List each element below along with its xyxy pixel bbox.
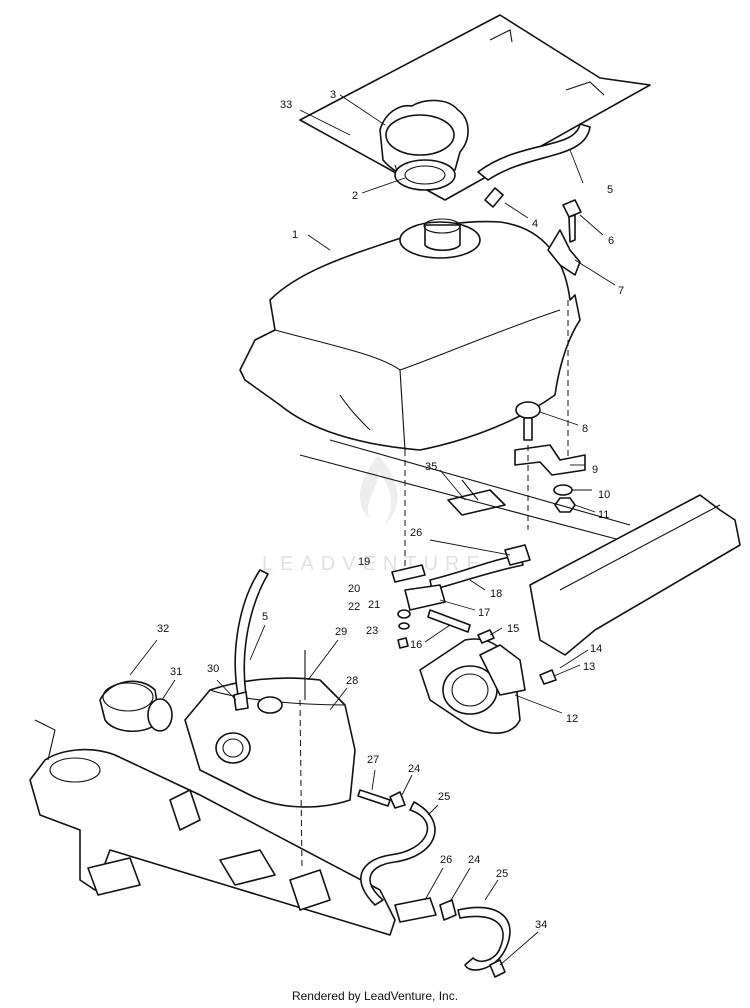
- callout-7: 7: [618, 285, 624, 297]
- part-16-shaft: [427, 609, 471, 633]
- callout-35: 35: [425, 461, 437, 473]
- callout-24-lower: 24: [468, 854, 480, 866]
- part-24-clamp-a: [389, 791, 406, 809]
- part-35-pad: [447, 489, 506, 516]
- part-17-petcock: [404, 584, 446, 611]
- callout-27: 27: [367, 754, 379, 766]
- part-5-lower-hose: [234, 569, 269, 696]
- part-28-reserve-tank: [184, 677, 356, 808]
- callout-2: 2: [352, 190, 358, 202]
- part-21-washer: [397, 609, 411, 619]
- callout-12: 12: [566, 713, 578, 725]
- footer-credit: Rendered by LeadVenture, Inc.: [291, 989, 459, 1003]
- callout-33: 33: [280, 99, 292, 111]
- part-25-hose-a: [360, 801, 436, 906]
- callout-15: 15: [507, 623, 519, 635]
- part-6-bolt: [562, 199, 582, 243]
- part-10-washer: [553, 484, 573, 496]
- callout-25-upper: 25: [438, 791, 450, 803]
- callout-31: 31: [170, 666, 182, 678]
- frame-tube-right: [529, 494, 741, 656]
- watermark: LEADVENTURE: [262, 455, 487, 575]
- alignment-lines: [299, 300, 569, 871]
- frame-rail-left: [299, 439, 631, 541]
- part-8-knob: [515, 401, 541, 441]
- part-5-upper-hose: [477, 123, 591, 181]
- part-25-hose-b: [457, 906, 511, 971]
- part-31-gasket: [147, 698, 173, 732]
- part-19-plate: [391, 564, 426, 583]
- callout-20: 20: [348, 583, 360, 595]
- callout-10: 10: [598, 489, 610, 501]
- callout-13: 13: [583, 661, 595, 673]
- part-9-bracket: [514, 444, 586, 476]
- part-4-fitting: [484, 187, 504, 208]
- callout-11: 11: [598, 509, 609, 521]
- callout-18: 18: [490, 588, 502, 600]
- callout-19: 19: [358, 556, 370, 568]
- part-18-fuel-line: [429, 554, 524, 591]
- callout-29: 29: [335, 626, 347, 638]
- callout-34: 34: [535, 919, 547, 931]
- callout-28: 28: [346, 675, 358, 687]
- part-33-plate: [299, 14, 651, 201]
- callout-6: 6: [608, 235, 614, 247]
- callout-5-lower: 5: [262, 611, 268, 623]
- callout-26-lower: 26: [440, 854, 452, 866]
- petcock-assembly: [391, 544, 531, 649]
- callout-14: 14: [590, 643, 602, 655]
- part-26-filter-lower: [394, 897, 437, 923]
- part-1-fuel-tank: [239, 218, 581, 451]
- callout-9: 9: [592, 464, 598, 476]
- plate-slot-right: [565, 81, 605, 96]
- part-7-bracket: [547, 229, 581, 276]
- callout-25-lower: 25: [496, 868, 508, 880]
- callout-26-upper: 26: [410, 527, 422, 539]
- callout-5-upper: 5: [607, 184, 613, 196]
- part-24-clamp-b: [439, 899, 457, 921]
- part-23-screw: [397, 637, 409, 649]
- leadventure-flame-logo: [359, 455, 398, 525]
- callout-17: 17: [478, 607, 490, 619]
- part-30-fitting: [233, 691, 249, 711]
- callout-8: 8: [582, 423, 588, 435]
- callout-labels: 33 3 2 5 4 1 6 7 8 9 10 11 35 26 19 18 2…: [157, 89, 624, 931]
- part-22-washer: [398, 622, 410, 630]
- watermark-text: LEADVENTURE: [262, 553, 487, 575]
- callout-16: 16: [410, 639, 422, 651]
- callout-30: 30: [207, 663, 219, 675]
- callout-1: 1: [292, 229, 298, 241]
- part-14-bracket: [479, 644, 526, 696]
- part-26-inline-filter: [504, 544, 531, 566]
- part-13-screw: [539, 669, 557, 685]
- part-2-cap-gasket: [394, 159, 456, 191]
- callout-24-upper: 24: [408, 763, 420, 775]
- part-15-spring: [477, 629, 495, 644]
- callout-3: 3: [330, 89, 336, 101]
- plate-slot-top: [489, 29, 513, 43]
- callout-4: 4: [532, 218, 538, 230]
- leader-lines: [129, 94, 616, 966]
- callout-23: 23: [366, 625, 378, 637]
- callout-21: 21: [368, 599, 380, 611]
- callout-22: 22: [348, 601, 360, 613]
- part-27-spring: [357, 789, 391, 807]
- callout-32: 32: [157, 623, 169, 635]
- lower-frame: [29, 719, 396, 936]
